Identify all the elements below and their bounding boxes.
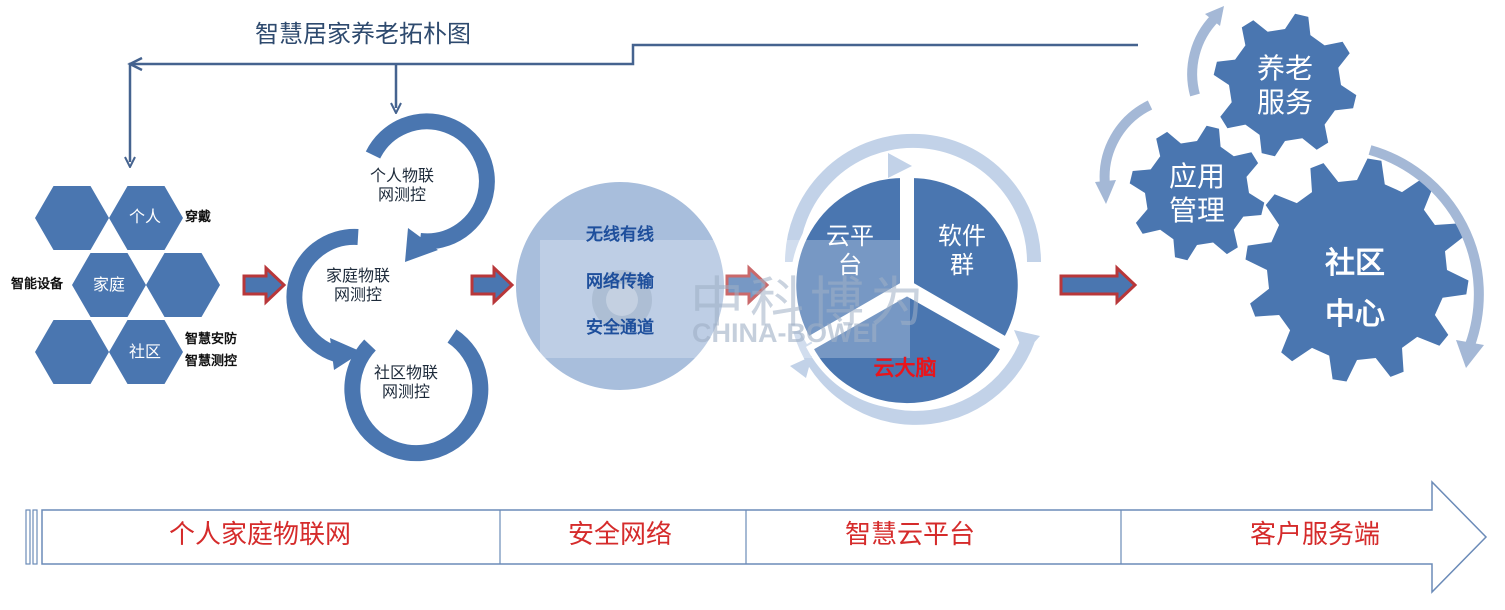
diagram-title: 智慧居家养老拓朴图 [255,20,471,48]
gear-elderly-service-label: 养老 服务 [1240,52,1330,119]
gear-elderly-service [1213,13,1357,157]
orbit-arc-left [1099,100,1153,186]
hex-label-community: 社区 [128,342,161,361]
gear-orbit-arcs [1095,6,1484,368]
stage-arrow-1 [242,264,287,306]
cloud-ring-arrowhead-right [1014,330,1040,354]
orbit-arrowhead-top [1205,6,1224,26]
iot-personal-label: 个人物联 网测控 [362,166,442,204]
orbit-arrowhead-left [1095,180,1116,204]
home-loop-arrowhead [330,338,362,370]
cloud-platform-label: 云平 台 [810,222,890,280]
gear-app-management-line-1: 应用 [1168,160,1225,193]
iot-personal-line-1: 个人物联 [369,166,434,185]
orbit-arrowhead-right [1456,340,1484,368]
stage-arrow-4 [1059,264,1138,306]
cloud-software-label: 软件 群 [922,222,1002,280]
network-channel-label: 安全通道 [586,318,654,338]
gear-community-center-line-2: 中心 [1325,297,1385,332]
watermark-en: CHINA-BOWEI [692,318,878,348]
hex-empty-2 [146,253,220,317]
orbit-arc-right [1368,145,1484,347]
gear-app-management [1129,125,1265,261]
community-loop-arc [344,329,489,462]
hexagon-cluster [35,186,220,384]
personal-loop-arc [365,113,495,250]
network-transfer-label: 网络传输 [586,272,654,292]
cloud-software-slice [908,171,1024,345]
feedback-connector-line [130,43,1138,162]
iot-home-line-2: 网测控 [333,285,382,305]
gear-app-management-line-2: 管理 [1168,193,1225,227]
iot-community-label: 社区物联 网测控 [366,363,446,401]
cloud-platform-line-1: 云平 [826,222,874,250]
gear-elderly-service-line-2: 服务 [1256,85,1313,119]
band-label-network: 安全网络 [567,520,672,550]
side-label-smart-device: 智能设备 [11,277,64,292]
gear-community-center-label: 社区 中心 [1300,238,1410,340]
hex-community [109,320,183,384]
home-loop-arc [286,228,359,362]
band-label-iot: 个人家庭物联网 [168,520,351,550]
connector-left-arrowhead [127,56,143,72]
cloud-ring-arrowhead-top [888,153,912,178]
iot-personal-line-2: 网测控 [377,185,426,205]
cloud-brain-slice [805,289,1009,410]
iot-community-line-1: 社区物联 [373,363,438,382]
hex-label-home: 家庭 [92,275,125,294]
gear-group [1129,13,1469,382]
band-label-client: 客户服务端 [1249,520,1380,550]
orbit-arc-top [1187,14,1219,97]
hex-empty-1 [35,186,109,250]
hex-empty-3 [35,320,109,384]
stage-arrows [242,264,1138,306]
gear-community-center-line-1: 社区 [1325,246,1385,281]
cloud-outer-ring [785,134,1041,263]
watermark-cn: 中科博为 [690,271,930,334]
cloud-software-line-2: 群 [950,250,974,279]
iot-home-label: 家庭物联 网测控 [318,266,398,304]
hex-home [72,253,146,317]
cloud-pie [785,134,1041,425]
hex-person [109,186,183,250]
cloud-brain-label: 云大脑 [873,356,937,380]
cloud-platform-line-2: 台 [838,250,862,279]
stage-arrow-3 [725,264,770,306]
gear-community-center [1245,158,1469,382]
personal-loop-arrowhead [405,228,438,262]
side-label-wearable: 穿戴 [185,210,212,225]
band-tail-stripe-2 [32,509,38,565]
iot-loops [286,113,495,462]
bottom-band [25,480,1488,594]
gear-app-management-label: 应用 管理 [1152,160,1242,227]
stage-arrow-2 [470,264,515,306]
cloud-software-line-1: 软件 [938,222,986,250]
side-label-monitoring: 智慧测控 [185,354,238,369]
band-tail-stripe-1 [25,509,31,565]
band-arrow-body [41,480,1488,594]
hex-label-person: 个人 [128,207,161,226]
iot-home-line-1: 家庭物联 [325,266,390,285]
iot-community-line-2: 网测控 [381,382,430,402]
band-label-cloud: 智慧云平台 [844,520,975,550]
cloud-outer-ring-bottom [793,328,1035,425]
cloud-platform-slice [790,171,906,345]
network-wireless-label: 无线有线 [586,225,654,245]
cloud-ring-arrowhead-left [790,356,812,378]
gear-elderly-service-line-1: 养老 [1256,52,1313,85]
side-label-security: 智慧安防 [185,332,238,347]
